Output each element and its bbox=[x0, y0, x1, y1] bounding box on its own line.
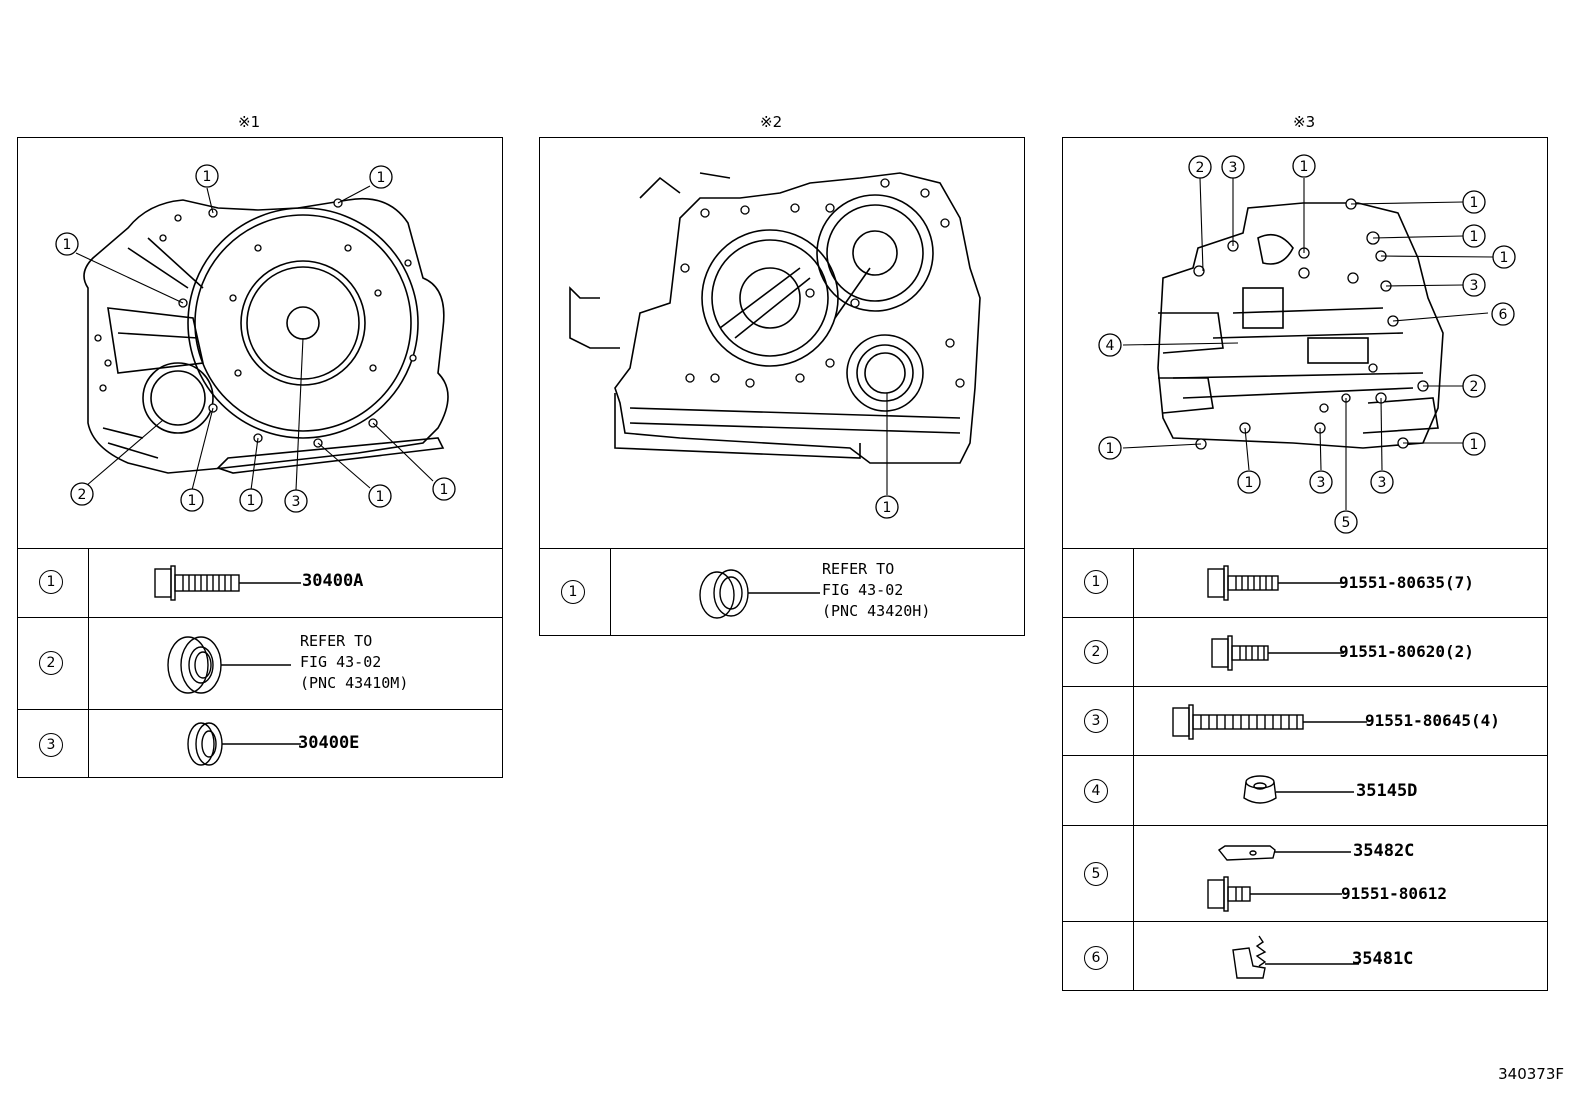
panel-3-row-3: 3 91551-80645(4) bbox=[1063, 686, 1547, 755]
callout-1g: 1 bbox=[440, 482, 449, 498]
callout-6: 6 bbox=[1499, 307, 1508, 323]
callout-1a: 1 bbox=[203, 169, 212, 185]
plug-icon bbox=[1243, 775, 1354, 804]
callout-1b: 1 bbox=[1470, 195, 1479, 211]
oil-seal-icon bbox=[167, 636, 291, 694]
panel-3-mark: ※3 bbox=[1293, 113, 1316, 131]
part-number: 91551-80635(7) bbox=[1339, 573, 1474, 592]
part-number: 30400A bbox=[302, 571, 364, 591]
row-number: 3 bbox=[1084, 709, 1108, 733]
row-number: 1 bbox=[1084, 570, 1108, 594]
row-number: 5 bbox=[1084, 862, 1108, 886]
callout-2b: 2 bbox=[1470, 379, 1479, 395]
row-number: 1 bbox=[39, 570, 63, 594]
row-number: 1 bbox=[561, 580, 585, 604]
long-bolt-icon bbox=[1172, 704, 1367, 740]
part-number-2: 91551-80612 bbox=[1341, 884, 1447, 903]
callout-1e: 1 bbox=[1106, 441, 1115, 457]
panel-1-row-3: 3 30400E bbox=[18, 709, 502, 778]
callout-2: 2 bbox=[78, 487, 87, 503]
row-number: 3 bbox=[39, 733, 63, 757]
figure-id: 340373F bbox=[1498, 1065, 1564, 1083]
callout-1c: 1 bbox=[63, 237, 72, 253]
row-number: 4 bbox=[1084, 779, 1108, 803]
panel-3-row-5: 5 35482C 91551-80612 bbox=[1063, 825, 1547, 921]
row-number: 6 bbox=[1084, 946, 1108, 970]
part-number: 91551-80620(2) bbox=[1339, 642, 1474, 661]
panel-2-mark: ※2 bbox=[760, 113, 783, 131]
panel-3-row-2: 2 91551-80620(2) bbox=[1063, 617, 1547, 686]
callout-3c: 3 bbox=[1317, 475, 1326, 491]
part-number: 35482C bbox=[1353, 841, 1415, 861]
panel-3-row-1: 1 91551-80635(7) bbox=[1063, 548, 1547, 617]
bolt-icon bbox=[1211, 635, 1344, 671]
part-number: 35145D bbox=[1356, 781, 1418, 801]
callout-1f: 1 bbox=[1470, 437, 1479, 453]
oil-seal-icon bbox=[699, 569, 820, 619]
row-number: 2 bbox=[1084, 640, 1108, 664]
callout-4: 4 bbox=[1106, 338, 1115, 354]
part-number: 91551-80645(4) bbox=[1365, 711, 1500, 730]
callout-1d: 1 bbox=[188, 493, 197, 509]
bolt-icon bbox=[154, 565, 301, 601]
callout-1: 1 bbox=[883, 500, 892, 516]
callout-1d: 1 bbox=[1500, 250, 1509, 266]
panel-3-row-4: 4 35145D bbox=[1063, 755, 1547, 825]
bolt-icon bbox=[1207, 876, 1342, 912]
panel-1-row-2: 2 REFER TO FIG 43-02 (PNC 43410M) bbox=[18, 617, 502, 709]
row-number: 2 bbox=[39, 651, 63, 675]
callout-1a: 1 bbox=[1300, 159, 1309, 175]
callout-3: 3 bbox=[292, 494, 301, 510]
valve-body-illustration: 2 3 1 1 1 1 3 6 4 2 1 1 1 3 3 5 bbox=[1098, 154, 1516, 534]
detent-plate-icon bbox=[1217, 845, 1351, 861]
refer-note: REFER TO FIG 43-02 (PNC 43420H) bbox=[822, 560, 931, 620]
panel-2-row-1: 1 REFER TO FIG 43-02 (PNC 43420H) bbox=[540, 548, 1024, 635]
bolt-icon bbox=[1207, 565, 1344, 601]
spring-clip-icon bbox=[1232, 935, 1359, 979]
panel-1-row-1: 1 30400A bbox=[18, 548, 502, 617]
transaxle-side-view-illustration: 1 bbox=[569, 172, 981, 519]
refer-note: REFER TO FIG 43-02 (PNC 43410M) bbox=[300, 632, 409, 692]
callout-1b: 1 bbox=[377, 170, 386, 186]
callout-3d: 3 bbox=[1378, 475, 1387, 491]
callout-1c: 1 bbox=[1470, 229, 1479, 245]
callout-2a: 2 bbox=[1196, 160, 1205, 176]
callout-1g: 1 bbox=[1245, 475, 1254, 491]
panel-3-row-6: 6 35481C bbox=[1063, 921, 1547, 990]
callout-1e: 1 bbox=[247, 493, 256, 509]
panel-3: 2 3 1 1 1 1 3 6 4 2 1 1 1 3 3 5 1 bbox=[1062, 137, 1548, 991]
panel-1-mark: ※1 bbox=[238, 113, 261, 131]
part-number: 30400E bbox=[298, 733, 360, 753]
o-ring-icon bbox=[187, 722, 301, 766]
transaxle-front-view-illustration: 1 1 1 2 1 1 3 1 1 bbox=[55, 164, 456, 513]
callout-3a: 3 bbox=[1229, 160, 1238, 176]
callout-3b: 3 bbox=[1470, 278, 1479, 294]
callout-5: 5 bbox=[1342, 515, 1351, 531]
panel-1: 1 1 1 2 1 1 3 1 1 1 30400A 2 bbox=[17, 137, 503, 778]
part-number: 35481C bbox=[1352, 949, 1414, 969]
panel-2: 1 1 REFER TO FIG 43-02 (PNC 43420H) bbox=[539, 137, 1025, 636]
callout-1f: 1 bbox=[376, 489, 385, 505]
